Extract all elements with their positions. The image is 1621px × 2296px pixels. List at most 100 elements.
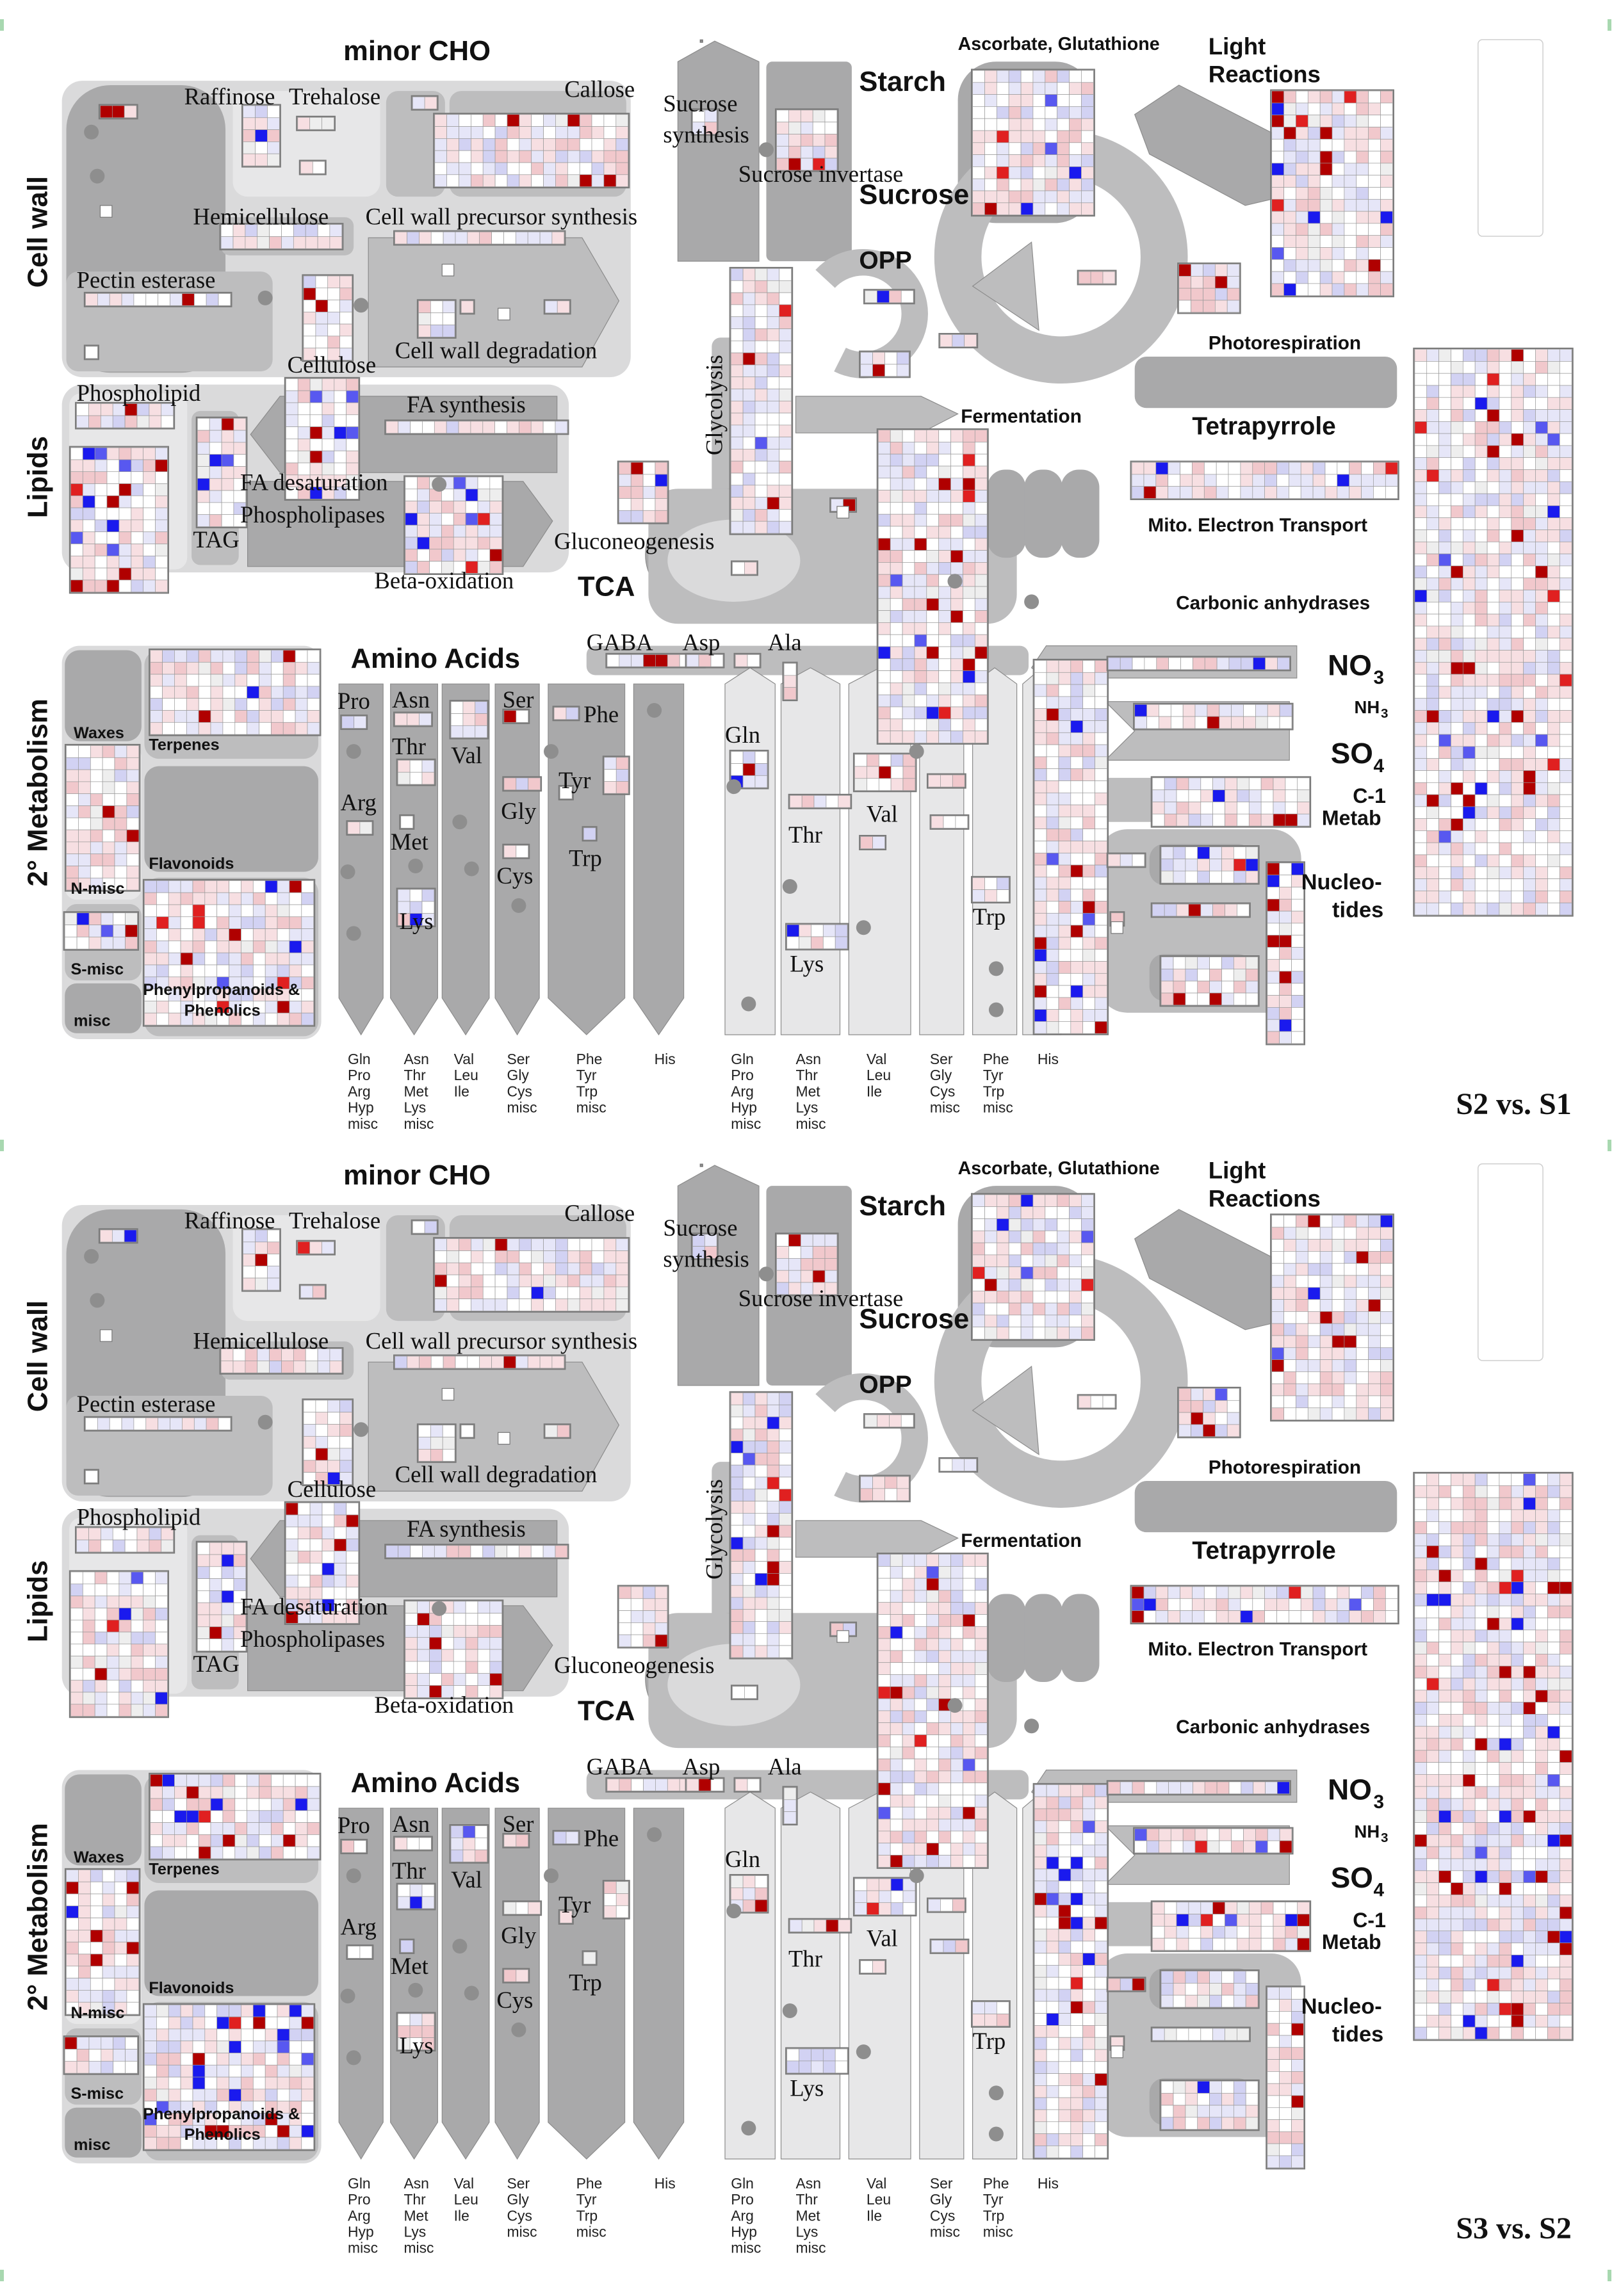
gene-cell <box>1511 1846 1524 1859</box>
gene-cell <box>519 126 532 139</box>
gene-cell <box>779 364 792 378</box>
gene-cell <box>441 1613 454 1626</box>
gene-cell <box>984 1242 997 1256</box>
gene-cell <box>1438 782 1451 795</box>
gene-cell <box>996 1290 1009 1304</box>
gene-cell <box>1559 1605 1572 1619</box>
gene-cell <box>914 634 927 647</box>
gene-cell <box>410 1545 423 1558</box>
gene-cell <box>742 751 756 764</box>
gene-cell <box>1499 1509 1512 1523</box>
gene-cell <box>1152 777 1165 791</box>
gene-cell <box>346 1526 359 1540</box>
gene-cell <box>1276 474 1289 487</box>
gene-cell <box>307 698 320 711</box>
heatmap-border <box>1150 776 1312 828</box>
amino-acid-group-label: Trp <box>983 1083 1005 1099</box>
gene-cell <box>984 202 997 215</box>
gene-cell <box>334 378 347 391</box>
gene-cell <box>1426 1846 1439 1859</box>
heatmap-border <box>399 814 415 830</box>
gene-cell <box>630 1598 644 1611</box>
gene-cell <box>347 821 361 834</box>
gene-cell <box>1032 106 1046 119</box>
gene-cell <box>303 1412 316 1425</box>
gene-cell <box>1095 949 1107 962</box>
gene-cell <box>1451 613 1463 627</box>
gene-cell <box>70 567 83 581</box>
gene-cell <box>78 805 91 818</box>
gene-cell <box>1438 1594 1451 1606</box>
gene-cell <box>1438 481 1451 494</box>
gene-cell <box>1535 397 1548 410</box>
gene-cell <box>1487 1654 1500 1667</box>
gene-cell <box>209 478 222 491</box>
gene-cell <box>950 1590 963 1603</box>
gene-cell <box>209 1638 222 1651</box>
gene-cell <box>1547 517 1560 530</box>
gene-heatmap-block <box>302 1398 354 1487</box>
gene-cell <box>730 485 744 497</box>
gene-cell <box>417 1649 430 1662</box>
heatmap-border <box>433 113 630 189</box>
gene-cell <box>453 537 466 550</box>
gene-cell <box>1324 486 1338 499</box>
gene-cell <box>1034 744 1047 757</box>
gene-cell <box>1349 1598 1362 1611</box>
gene-cell <box>1547 1702 1560 1715</box>
gene-cell <box>1523 842 1536 855</box>
gene-cell <box>742 1453 756 1466</box>
gene-cell <box>1451 397 1463 410</box>
gene-cell <box>779 1489 792 1501</box>
gene-cell <box>94 531 108 544</box>
amino-acid-group-label: Ile <box>454 1083 469 1099</box>
gene-cell <box>1297 813 1310 827</box>
gene-cell <box>507 1250 520 1263</box>
gene-cell <box>315 336 329 349</box>
gene-cell <box>926 1650 940 1663</box>
gene-cell <box>938 1650 951 1663</box>
gene-cell <box>210 710 224 723</box>
gene-cell <box>1438 794 1451 807</box>
gene-cell <box>619 1586 631 1599</box>
gene-cell <box>1344 271 1357 284</box>
gene-cell <box>950 1650 963 1663</box>
gene-cell <box>531 162 544 175</box>
gene-cell <box>890 1650 903 1663</box>
gene-cell <box>1260 777 1274 791</box>
gene-cell <box>462 725 476 738</box>
gene-cell <box>66 745 79 758</box>
gene-cell <box>359 821 373 834</box>
gene-cell <box>926 1674 940 1687</box>
gene-cell <box>914 586 927 599</box>
gene-cell <box>210 674 224 687</box>
gene-cell <box>1559 349 1572 362</box>
gene-cell <box>1462 541 1476 554</box>
gene-cell <box>1307 1407 1321 1420</box>
gene-cell <box>890 598 903 611</box>
gene-cell <box>1451 1738 1463 1751</box>
gene-cell <box>1511 1581 1524 1594</box>
gene-cell <box>1523 349 1536 362</box>
gene-cell <box>66 853 79 866</box>
gene-cell <box>489 1661 503 1674</box>
gene-cell <box>1462 1834 1476 1847</box>
gene-heatmap-block <box>411 95 439 111</box>
heatmap-border <box>195 416 248 529</box>
gene-cell <box>286 1551 298 1564</box>
gene-cell <box>1414 1846 1428 1859</box>
gene-cell <box>247 661 259 675</box>
gene-cell <box>430 300 443 314</box>
gene-cell <box>1414 541 1428 554</box>
gene-cell <box>106 1668 120 1681</box>
gene-cell <box>902 502 915 515</box>
gene-cell <box>779 1513 792 1526</box>
gene-cell <box>1255 704 1268 717</box>
gene-cell <box>767 1621 780 1634</box>
gene-cell <box>890 1843 903 1855</box>
gene-cell <box>902 1734 915 1747</box>
gene-cell <box>926 550 940 563</box>
gene-cell <box>1180 486 1193 499</box>
gene-cell <box>1487 830 1500 843</box>
gene-cell <box>1081 1230 1094 1243</box>
